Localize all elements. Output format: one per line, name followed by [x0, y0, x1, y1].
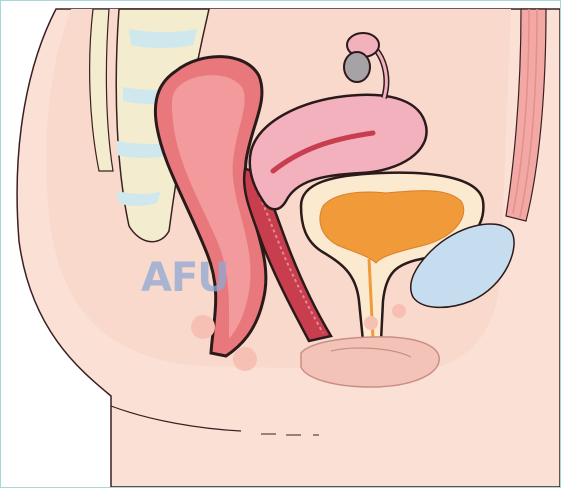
vulva-icon	[301, 337, 439, 387]
watermark-text: AFU	[141, 255, 229, 301]
